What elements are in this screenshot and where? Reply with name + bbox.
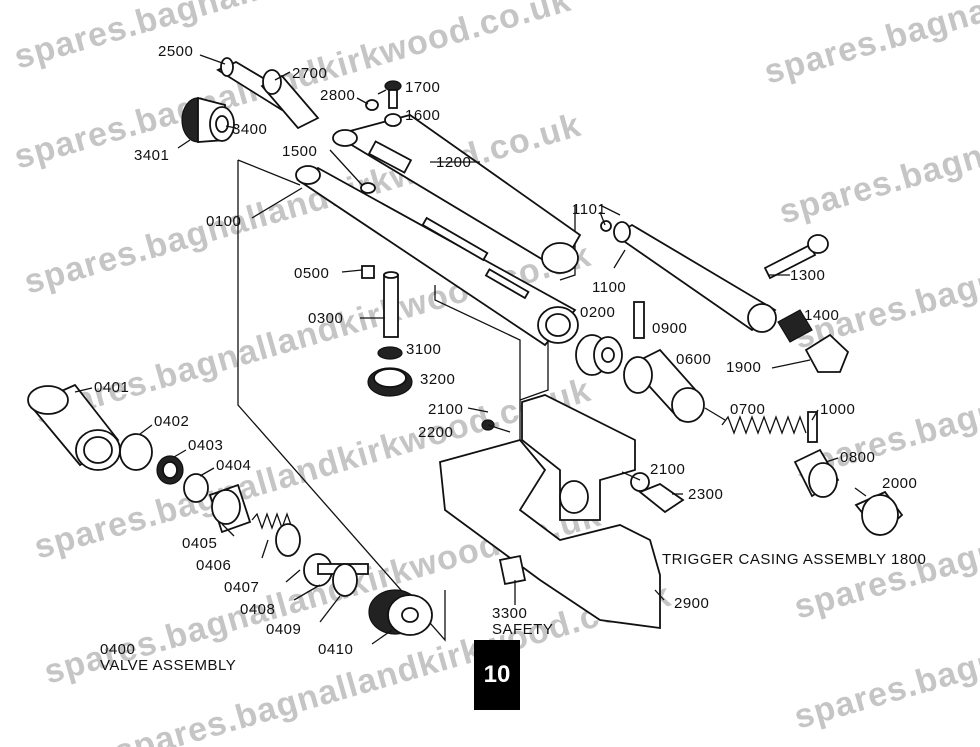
label-2100-side: 2100 xyxy=(650,461,686,478)
part-1100-rod xyxy=(600,220,850,373)
label-2500: 2500 xyxy=(158,43,194,60)
label-1200: 1200 xyxy=(436,154,472,171)
label-3400: 3400 xyxy=(232,121,268,138)
label-0500: 0500 xyxy=(294,265,330,282)
label-1400: 1400 xyxy=(804,307,840,324)
label-0409: 0409 xyxy=(266,621,302,638)
label-1600: 1600 xyxy=(405,107,441,124)
label-3300: 3300 xyxy=(492,605,528,622)
label-0800: 0800 xyxy=(840,449,876,466)
stock-2900 xyxy=(439,438,661,630)
label-2300: 2300 xyxy=(688,486,724,503)
label-0404: 0404 xyxy=(216,457,252,474)
valve-assembly xyxy=(27,383,433,636)
label-0403: 0403 xyxy=(188,437,224,454)
label-3200: 3200 xyxy=(420,371,456,388)
label-0200: 0200 xyxy=(580,304,616,321)
label-2700: 2700 xyxy=(292,65,328,82)
part-0600-piston xyxy=(575,301,705,423)
part-1200-body xyxy=(332,114,582,274)
label-1101: 1101 xyxy=(572,201,607,218)
part-0300-pin xyxy=(367,271,413,397)
label-0600: 0600 xyxy=(676,351,712,368)
part-3400-knob xyxy=(181,96,235,143)
label-1300: 1300 xyxy=(790,267,826,284)
label-valve-assembly: VALVE ASSEMBLY xyxy=(100,657,237,674)
label-0406: 0406 xyxy=(196,557,232,574)
label-trigger-casing: TRIGGER CASING ASSEMBLY 1800 xyxy=(662,551,927,568)
label-2800: 2800 xyxy=(320,87,356,104)
page-number-badge: 10 xyxy=(474,640,520,710)
label-0410: 0410 xyxy=(318,641,354,658)
label-0407: 0407 xyxy=(224,579,260,596)
label-0400: 0400 xyxy=(100,641,136,658)
label-2000: 2000 xyxy=(882,475,918,492)
label-2100-top: 2100 xyxy=(428,401,464,418)
label-0300: 0300 xyxy=(308,310,344,327)
label-1000: 1000 xyxy=(820,401,856,418)
label-1900: 1900 xyxy=(726,359,762,376)
leader-lines xyxy=(74,54,867,645)
label-0401: 0401 xyxy=(94,379,130,396)
label-3401: 3401 xyxy=(134,147,170,164)
label-1100: 1100 xyxy=(592,279,627,296)
label-0402: 0402 xyxy=(154,413,190,430)
label-0405: 0405 xyxy=(182,535,218,552)
label-1500: 1500 xyxy=(282,143,318,160)
small-screws xyxy=(360,80,402,279)
trigger-casing xyxy=(481,394,685,521)
label-0900: 0900 xyxy=(652,320,688,337)
label-2900: 2900 xyxy=(674,595,710,612)
label-0100: 0100 xyxy=(206,213,242,230)
part-0700-spring xyxy=(721,411,904,537)
part-0100-tube xyxy=(295,165,579,347)
label-safety: SAFETY xyxy=(492,621,554,638)
label-0700: 0700 xyxy=(730,401,766,418)
label-1700: 1700 xyxy=(405,79,441,96)
label-3100: 3100 xyxy=(406,341,442,358)
label-2200: 2200 xyxy=(418,424,454,441)
label-0408: 0408 xyxy=(240,601,276,618)
